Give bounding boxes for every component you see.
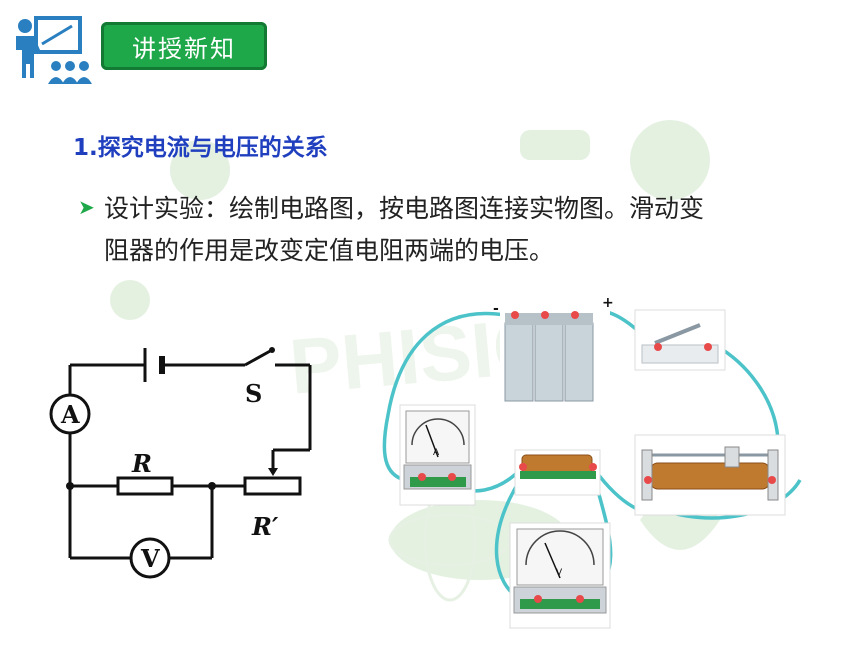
resistor-image [514, 449, 601, 496]
circuit-diagram: A V S R R′ [49, 347, 312, 579]
switch-label: S [245, 379, 262, 408]
section-title: 1.探究电流与电压的关系 [73, 135, 328, 161]
teacher-icon [16, 16, 92, 84]
switch-image [634, 309, 726, 371]
bullet-paragraph: ➤ 设计实验：绘制电路图，按电路图连接实物图。滑动变 阻器的作用是改变定值电阻两端… [78, 186, 808, 272]
battery-minus: - [493, 301, 499, 317]
bullet-line-1: 设计实验：绘制电路图，按电路图连接实物图。滑动变 [104, 194, 705, 223]
bullet-arrow-icon: ➤ [78, 195, 95, 219]
rheostat-label: R′ [251, 512, 279, 541]
ammeter-image: A [399, 404, 476, 506]
voltmeter-image: V [509, 522, 611, 629]
voltmeter-dial-letter: V [556, 568, 563, 578]
battery-plus: + [602, 295, 614, 311]
resistor-label: R [131, 449, 152, 478]
ammeter-dial-letter: A [433, 448, 440, 458]
section-badge: 讲授新知 [101, 22, 267, 70]
bullet-line-2: 阻器的作用是改变定值电阻两端的电压。 [104, 236, 555, 265]
ammeter-label: A [60, 400, 80, 429]
rheostat-image [634, 434, 786, 516]
battery-image: - + [493, 295, 614, 405]
apparatus-illustration: - + A [382, 295, 802, 629]
voltmeter-label: V [140, 544, 160, 573]
